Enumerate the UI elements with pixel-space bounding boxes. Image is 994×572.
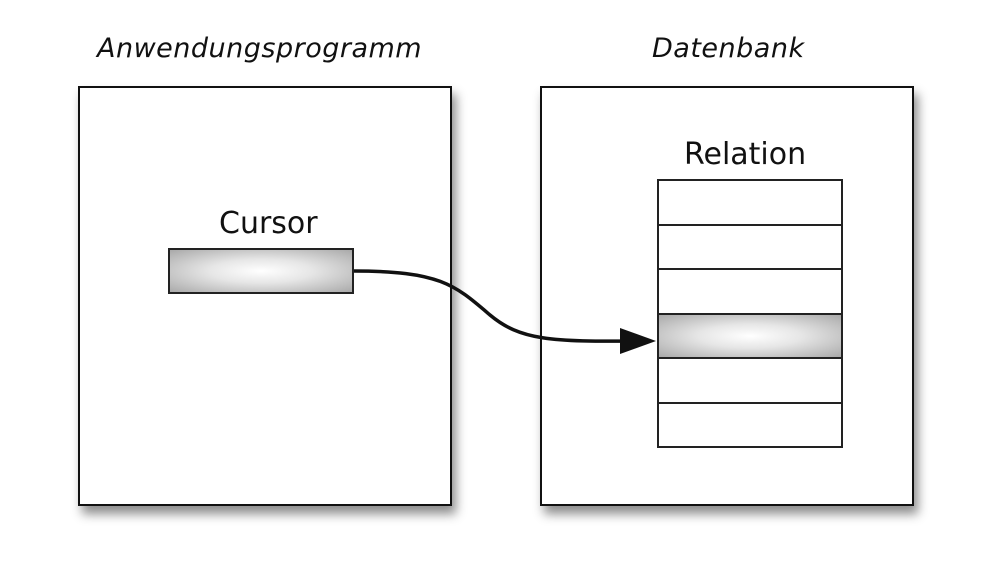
relation-row [659,403,841,448]
relation-table [657,179,843,448]
relation-row [659,181,841,226]
relation-row [659,359,841,404]
application-program-heading: Anwendungsprogramm [97,33,423,64]
relation-label: Relation [684,137,807,172]
cursor-bar [168,248,354,294]
relation-row [659,270,841,315]
relation-row [659,225,841,270]
cursor-label: Cursor [219,206,318,241]
database-heading: Datenbank [652,33,805,64]
application-program-box [78,86,452,506]
relation-row-current [659,314,841,359]
